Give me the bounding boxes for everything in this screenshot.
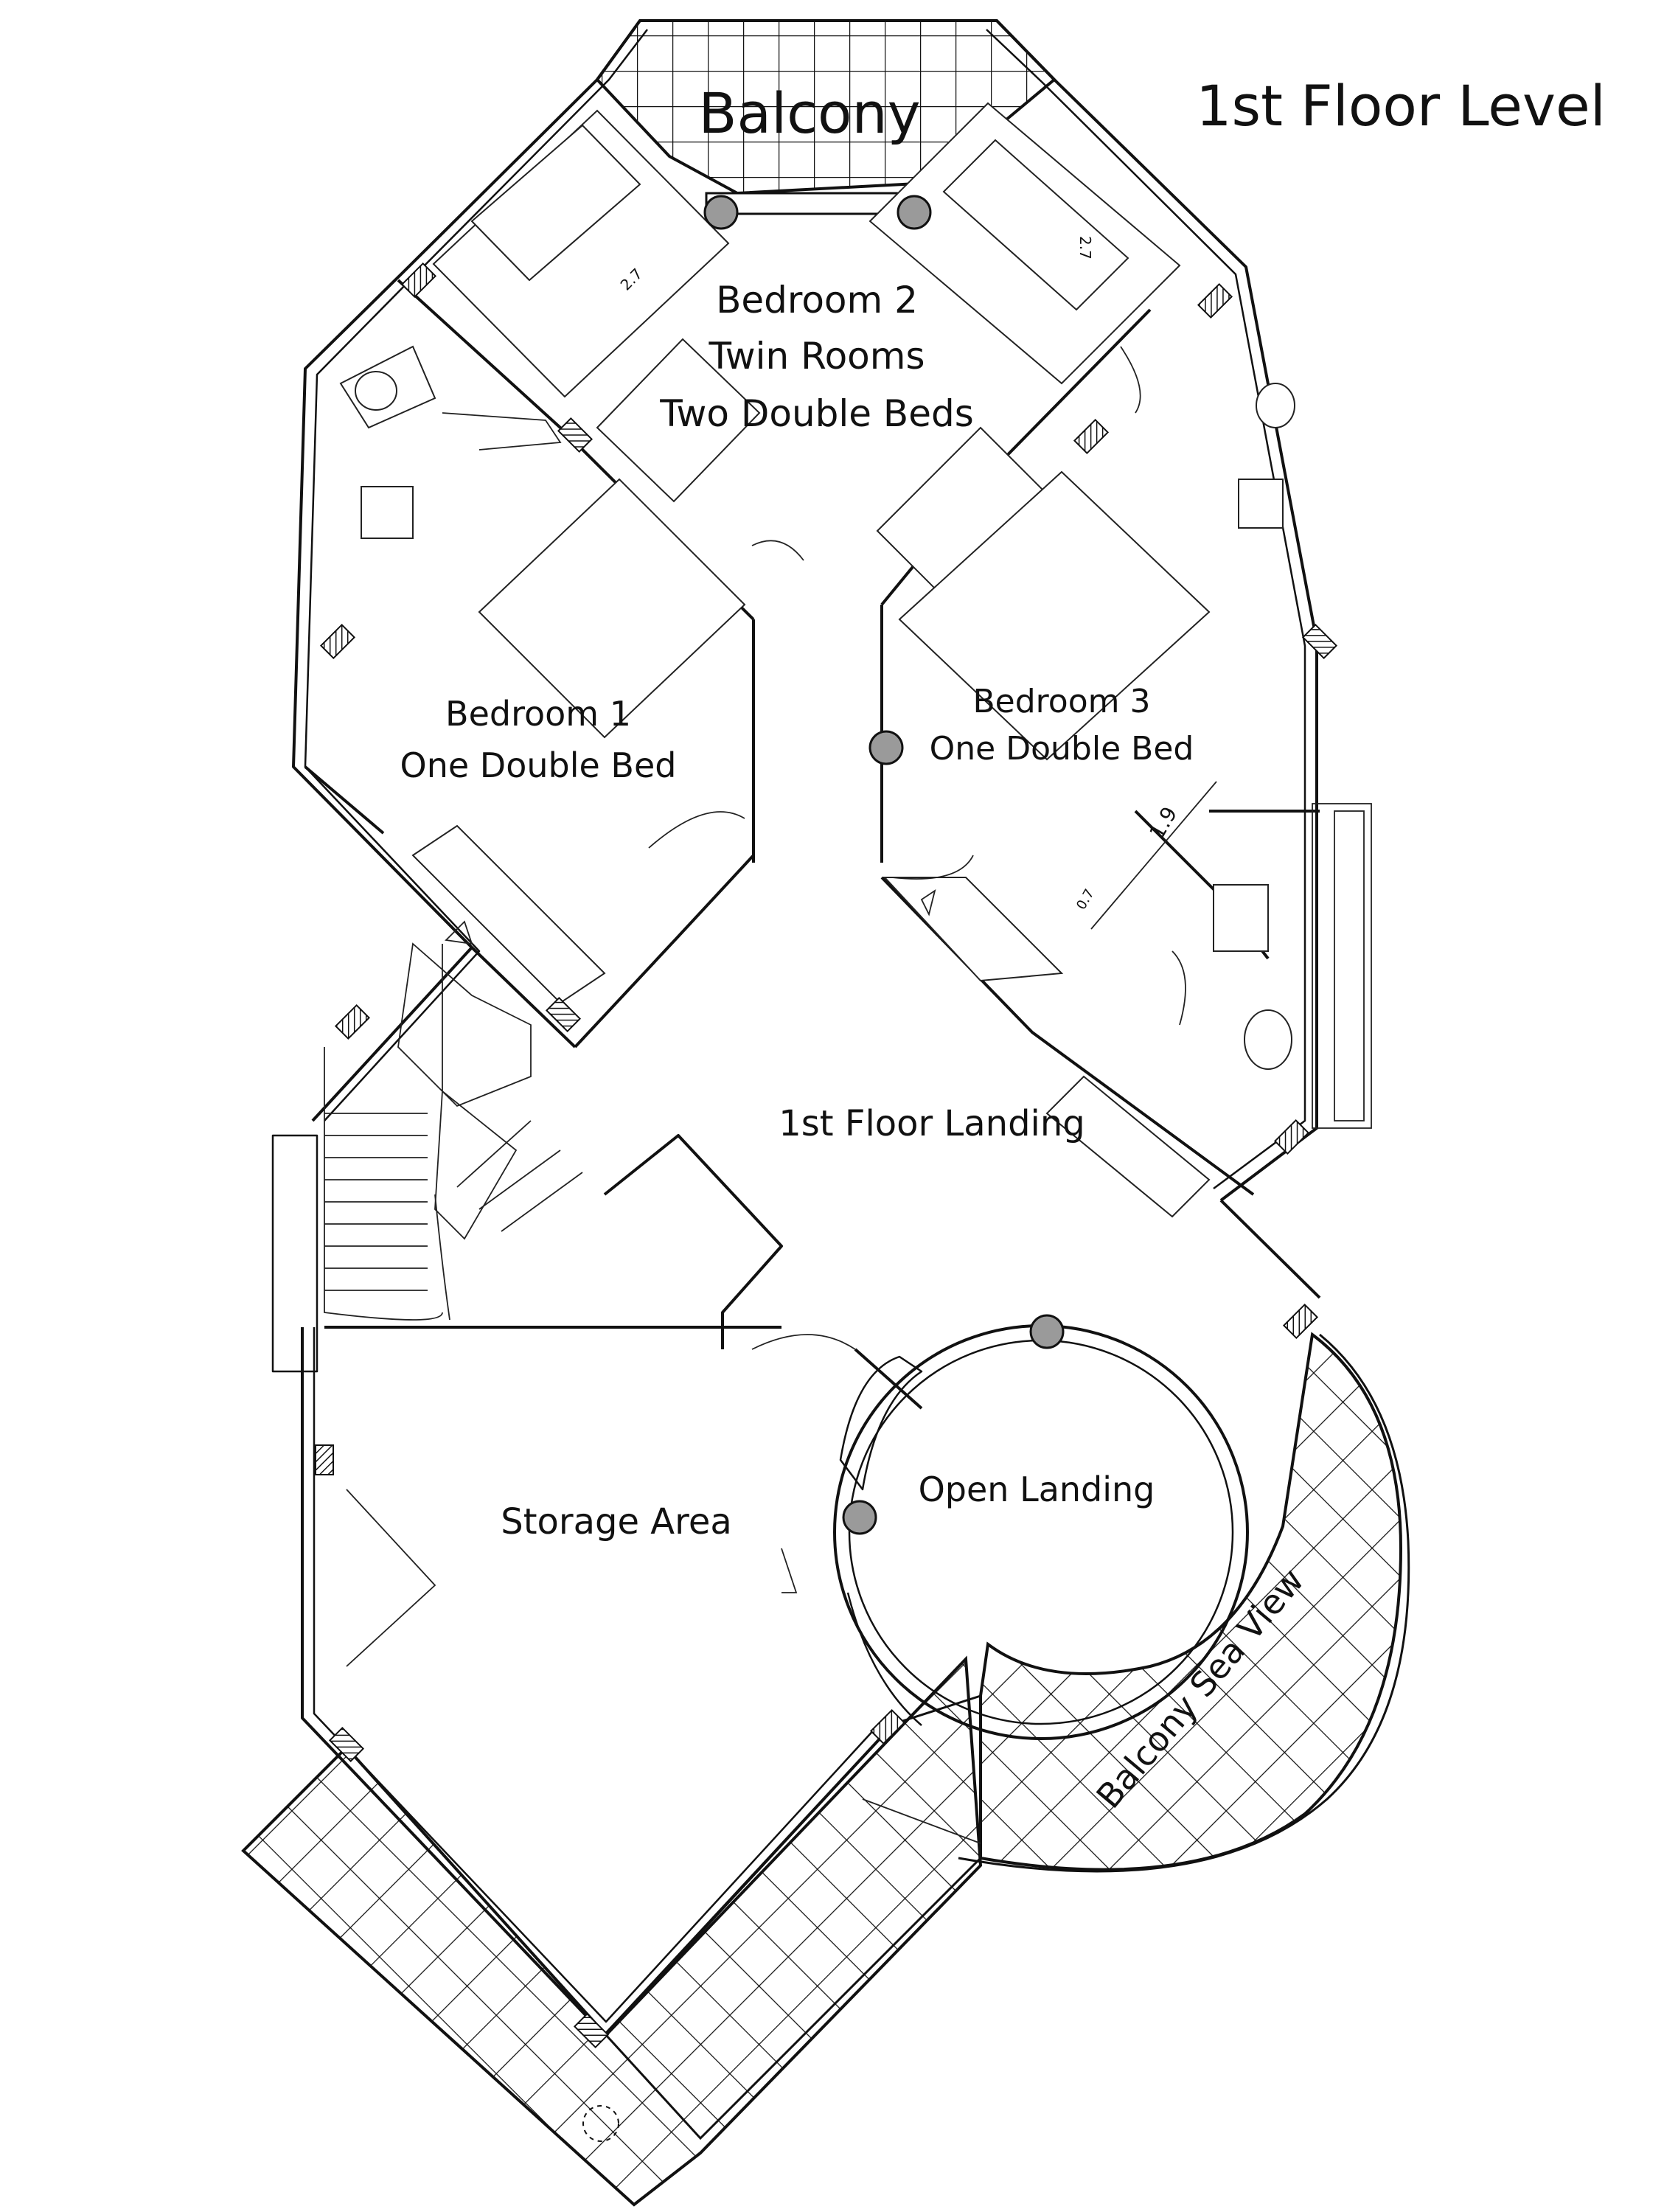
open-landing-label: Open Landing <box>919 1470 1155 1509</box>
bedroom2-furniture: 2.7 2.7 <box>432 102 1181 599</box>
storage-label: Storage Area <box>501 1501 732 1543</box>
column <box>842 1500 877 1535</box>
bedroom3-label-2: One Double Bed <box>930 730 1194 768</box>
column <box>897 195 932 230</box>
column <box>1029 1314 1065 1349</box>
bedroom3-label-1: Bedroom 3 <box>973 683 1151 720</box>
bed3-dim-a: 0.7 <box>1073 886 1098 912</box>
balcony-top-label: Balcony <box>698 80 920 146</box>
balcony-sea-view <box>862 1332 1410 1873</box>
landing-area <box>603 346 1186 1410</box>
bedroom1-furniture <box>339 345 746 1004</box>
page-title: 1st Floor Level <box>1196 73 1606 139</box>
bedroom2-label-3: Two Double Beds <box>659 392 974 435</box>
bedroom2-label-1: Bedroom 2 <box>716 279 918 321</box>
bedroom1-label-2: One Double Bed <box>400 745 677 785</box>
bedroom3-furniture: 0.7 1.9 <box>882 383 1372 1218</box>
column <box>868 730 904 765</box>
bed-dim-right: 2.7 <box>1076 236 1094 260</box>
wall-piers <box>315 262 1338 2049</box>
bedroom1-label-1: Bedroom 1 <box>445 694 631 734</box>
bedroom2-label-2: Twin Rooms <box>708 335 925 378</box>
bed3-dim-b: 1.9 <box>1144 802 1182 843</box>
column <box>703 195 739 230</box>
landing-label: 1st Floor Landing <box>779 1103 1085 1144</box>
columns <box>703 195 1065 1535</box>
staircase <box>271 920 583 1373</box>
